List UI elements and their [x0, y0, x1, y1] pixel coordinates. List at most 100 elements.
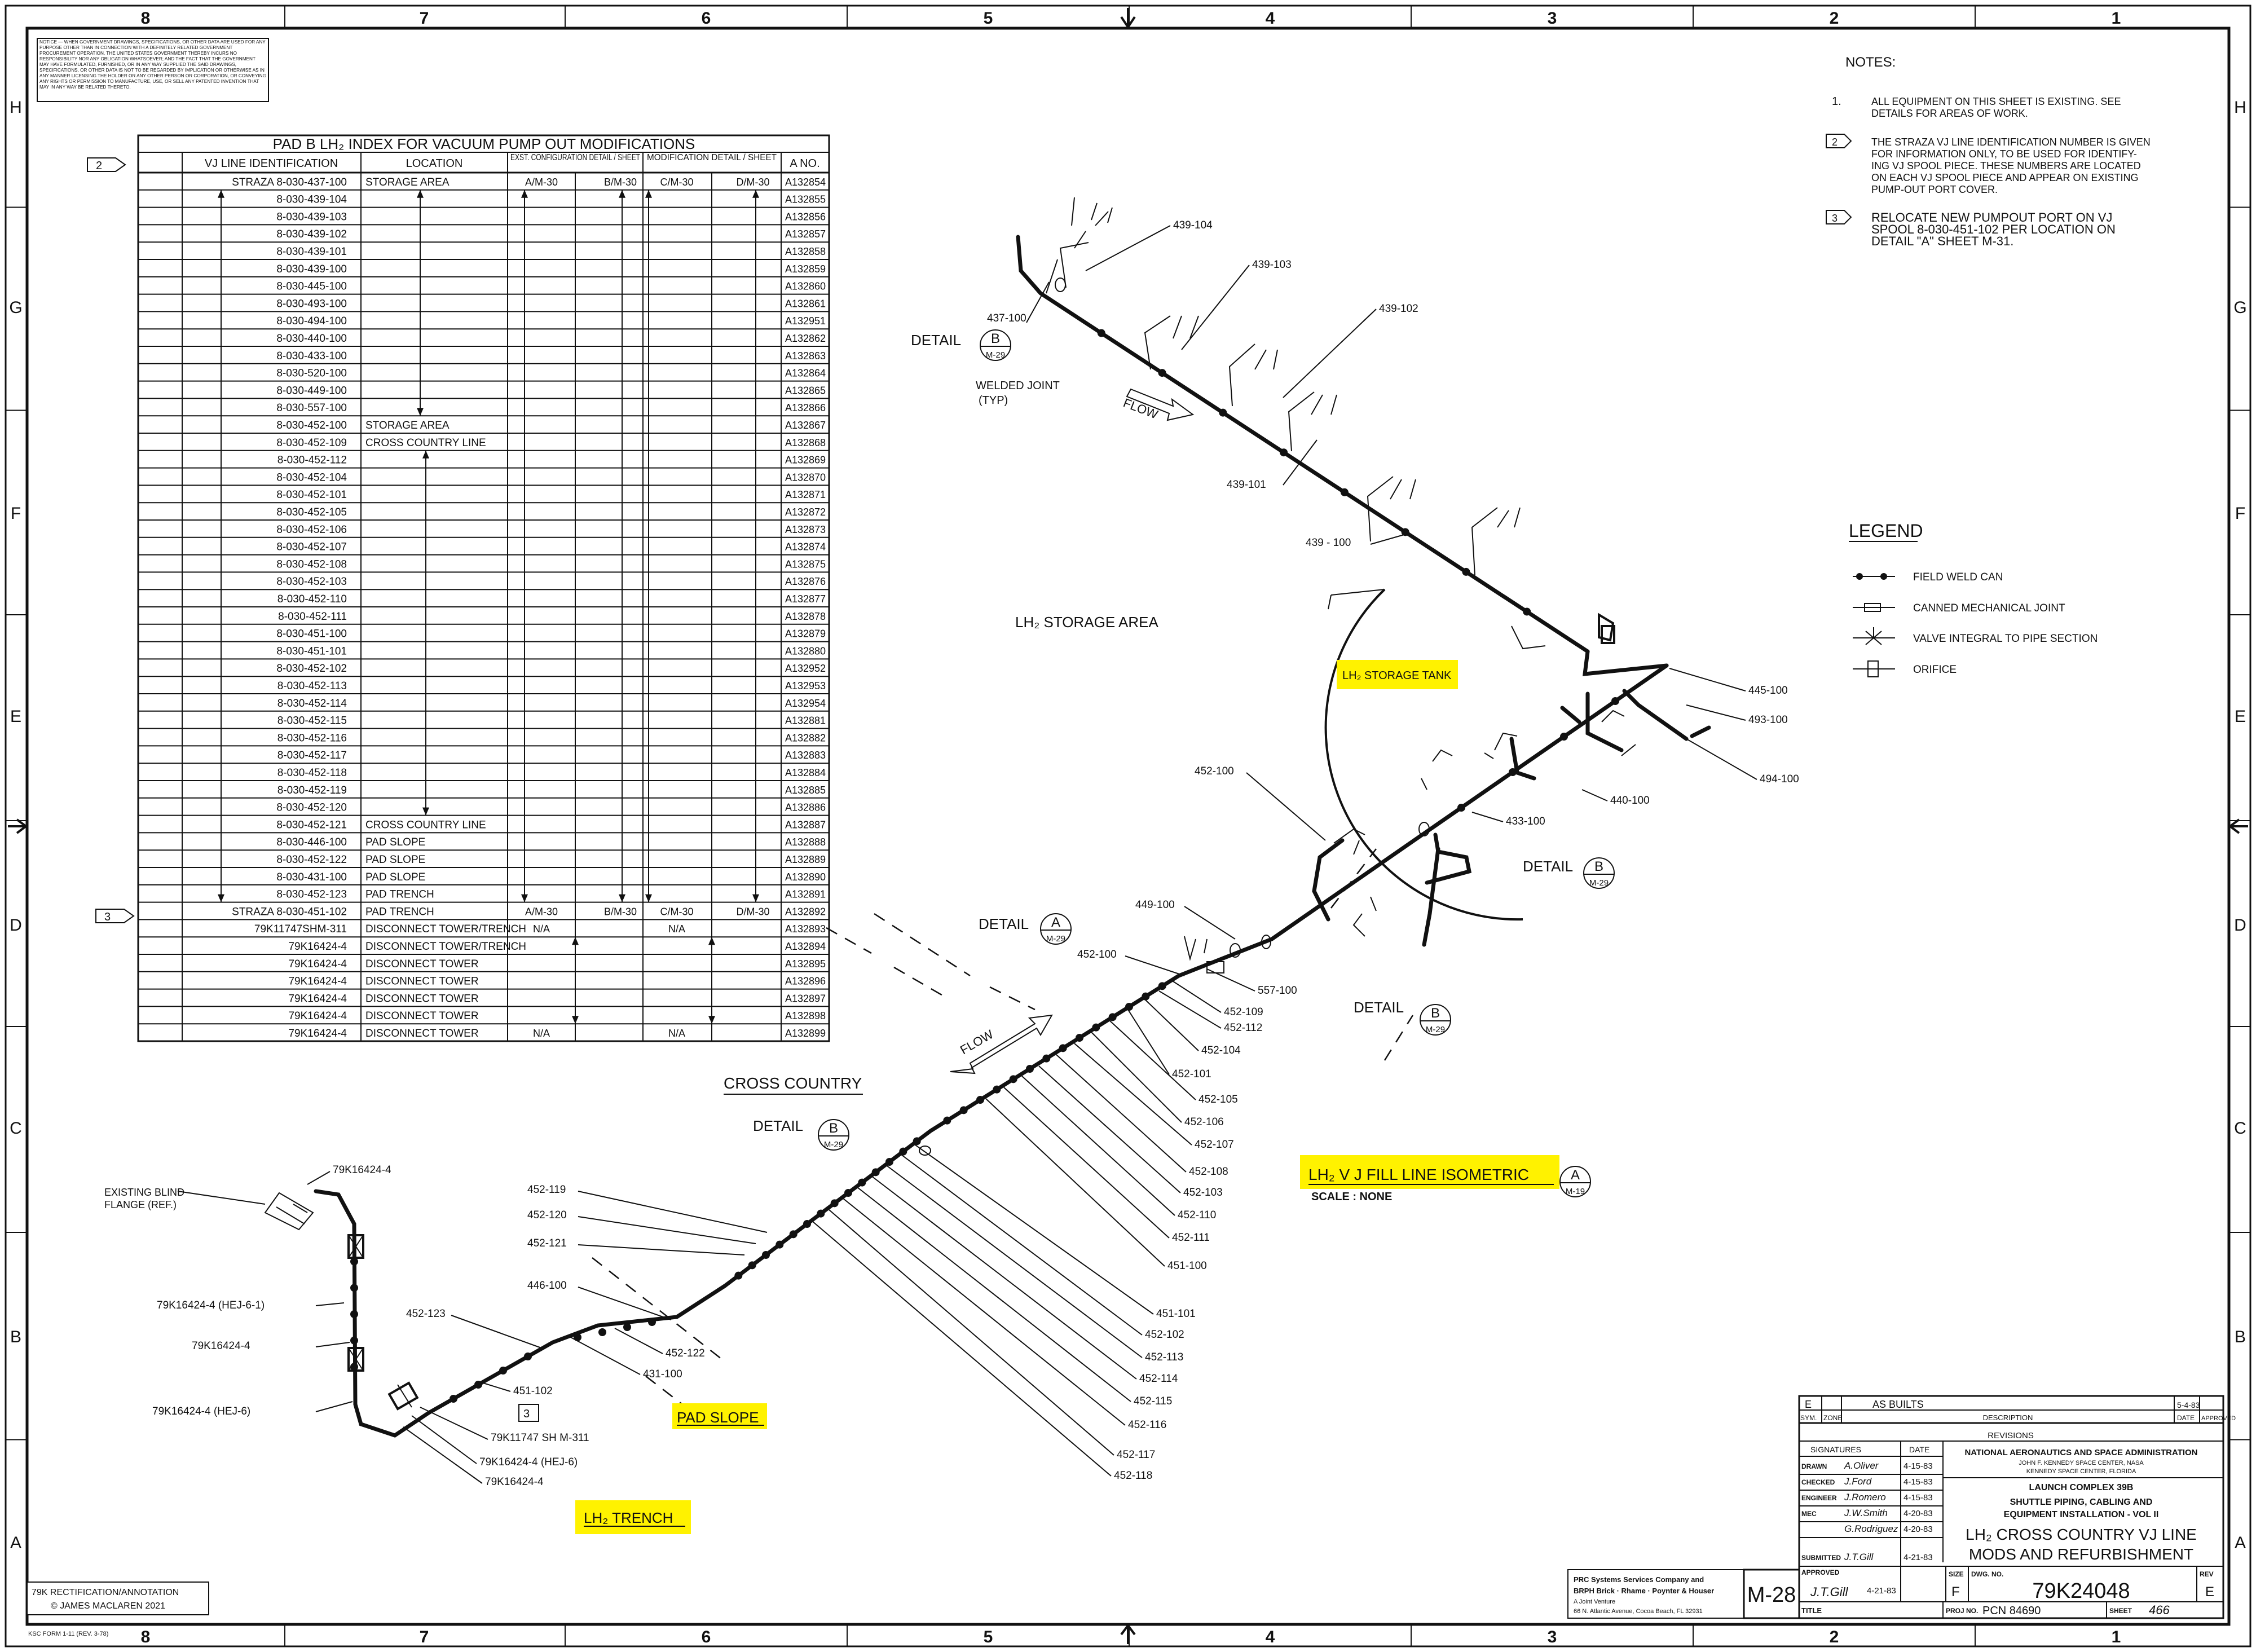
index-row-ano: A132873 [785, 524, 826, 535]
zone-row-A: A [10, 1534, 21, 1552]
note-2-line: ING VJ SPOOL PIECE. THESE NUMBERS ARE LO… [1871, 160, 2141, 171]
rectification-copyright: © JAMES MACLAREN 2021 [51, 1601, 165, 1611]
storage-tank-outline [1324, 588, 1523, 921]
callout-557-100: 557-100 [1258, 985, 1297, 997]
index-row-location: STORAGE AREA [365, 177, 450, 188]
index-row-location: DISCONNECT TOWER [365, 958, 479, 970]
callout-79k-hej1: 79K16424-4 (HEJ-6-1) [157, 1299, 265, 1311]
callout-440-100: 440-100 [1610, 795, 1650, 807]
zone-column-2: 2 [1830, 9, 1839, 28]
index-row-location: CROSS COUNTRY LINE [365, 437, 486, 449]
callout-452-122: 452-122 [666, 1347, 705, 1359]
index-row-vj: 8-030-445-100 [276, 281, 347, 293]
project-line-2: EQUIPMENT INSTALLATION - VOL II [2004, 1510, 2159, 1519]
index-row-ano: A132892 [785, 906, 826, 917]
index-row-ano: A132874 [785, 541, 826, 553]
callout-452-113: 452-113 [1145, 1351, 1183, 1363]
index-row-mod-c: C/M-30 [660, 177, 693, 188]
index-row-ano: A132891 [785, 889, 826, 900]
note-number-2: 2 [1832, 136, 1838, 148]
rev-date: 5-4-83 [2177, 1400, 2200, 1409]
zone-row-right-B: B [2235, 1328, 2246, 1346]
detail-b2-word: DETAIL [1523, 858, 1573, 875]
callout-439-104: 439-104 [1173, 219, 1213, 231]
signature-name: A.Oliver [1844, 1460, 1879, 1471]
callout-452-119: 452-119 [527, 1184, 566, 1196]
callout-79k11747: 79K11747 SH M-311 [491, 1432, 589, 1444]
index-row-exst-b: B/M-30 [604, 906, 637, 917]
svg-text:3: 3 [104, 911, 111, 923]
index-row-vj: 8-030-452-119 [277, 785, 347, 796]
callout-449-100: 449-100 [1135, 899, 1175, 911]
index-row-ano: A132894 [785, 941, 826, 952]
government-notice: NOTICE — WHEN GOVERNMENT DRAWINGS, SPECI… [39, 39, 266, 90]
index-row-mod-d: D/M-30 [736, 906, 769, 917]
legend-title: LEGEND [1849, 521, 1923, 541]
zone-row-E: E [10, 707, 21, 726]
legend: LEGEND FIELD WELD CAN CANNED MECHANICAL … [1849, 521, 2098, 677]
index-row-location: PAD SLOPE [365, 836, 425, 848]
index-row-location: PAD SLOPE [365, 854, 425, 866]
index-row-vj: 8-030-440-100 [276, 333, 347, 345]
rev-header-approved: APPROVED [2201, 1415, 2236, 1422]
signature-role: DRAWN [1801, 1462, 1827, 1470]
contractor-line-2: BRPH Brick · Rhame · Poynter & Houser [1574, 1587, 1714, 1595]
index-table-title: PAD B LH₂ INDEX FOR VACUUM PUMP OUT MODI… [273, 135, 695, 152]
index-row-location: DISCONNECT TOWER [365, 976, 479, 988]
signature-name: J.T.Gill [1844, 1552, 1874, 1562]
zone-row-right-D: D [2234, 916, 2246, 935]
index-row-vj: STRAZA 8-030-451-102 [232, 906, 347, 918]
index-row-location: DISCONNECT TOWER [365, 1010, 479, 1022]
index-row-vj: 8-030-452-105 [276, 506, 347, 518]
index-row-mod-d: D/M-30 [736, 177, 769, 188]
callout-439-101: 439-101 [1227, 479, 1266, 491]
index-row-ano: A132895 [785, 958, 826, 970]
index-row-vj: 79K16424-4 [288, 1028, 347, 1039]
note-2-line: ON EACH VJ SPOOL PIECE AND APPEAR ON EXI… [1871, 172, 2138, 183]
index-row-ano: A132879 [785, 628, 826, 640]
index-row-vj: 8-030-452-101 [276, 489, 347, 501]
drawing-size: F [1951, 1584, 1960, 1600]
index-row-vj: 8-030-439-102 [276, 228, 347, 240]
agency-name: NATIONAL AERONAUTICS AND SPACE ADMINISTR… [1964, 1448, 2197, 1457]
signature-date: 4-15-83 [1903, 1461, 1933, 1471]
index-row-vj: 8-030-433-100 [276, 350, 347, 362]
index-row-vj: 8-030-494-100 [276, 315, 347, 327]
zone-column-4: 4 [1266, 9, 1275, 28]
isometric-title: LH₂ V J FILL LINE ISOMETRIC [1308, 1166, 1529, 1183]
index-row-vj: 8-030-452-118 [277, 767, 347, 779]
index-row-exst-b: B/M-30 [604, 177, 637, 188]
drawing-number-label: DWG. NO. [1971, 1570, 2003, 1578]
approved-signature: J.T.Gill [1810, 1585, 1849, 1599]
notes-title: NOTES: [1845, 55, 1896, 70]
drawing-title-2: MODS AND REFURBISHMENT [1969, 1545, 2193, 1563]
callout-79k-hej6b: 79K16424-4 (HEJ-6) [479, 1456, 578, 1468]
note-3-line: RELOCATE NEW PUMPOUT PORT ON VJ [1871, 210, 2112, 224]
callout-452-110: 452-110 [1178, 1209, 1216, 1221]
callout-451-101: 451-101 [1156, 1308, 1196, 1320]
contractor-line-1: PRC Systems Services Company and [1574, 1575, 1704, 1584]
note-flag-3-table: 3 [95, 909, 135, 923]
callout-446-100: 446-100 [527, 1280, 567, 1292]
index-row-ano: A132868 [785, 437, 826, 448]
index-row-vj: 8-030-452-122 [276, 854, 347, 866]
index-row-vj: 8-030-452-106 [276, 524, 347, 536]
label-welded-joint-typ: (TYP) [979, 394, 1008, 407]
note-3-line: DETAIL "A" SHEET M-31. [1871, 234, 2013, 248]
zone-row-right-G: G [2233, 298, 2246, 317]
rev-letter: E [1805, 1399, 1812, 1410]
note-2-line: FOR INFORMATION ONLY, TO BE USED FOR IDE… [1871, 148, 2137, 160]
note-1-line: DETAILS FOR AREAS OF WORK. [1871, 108, 2028, 119]
index-row-vj: 8-030-452-110 [277, 593, 347, 605]
index-row-location: PAD SLOPE [365, 871, 425, 883]
zone-column-bottom-6: 6 [702, 1628, 711, 1646]
zone-column-bottom-2: 2 [1830, 1628, 1839, 1646]
index-row-vj: 79K16424-4 [288, 993, 347, 1005]
callout-79k-mid: 79K16424-4 [192, 1340, 250, 1352]
index-row-ano: A132859 [785, 263, 826, 275]
detail-b4-letter: B [829, 1121, 838, 1136]
index-row-vj: STRAZA 8-030-437-100 [232, 177, 347, 188]
revision-letter: E [2205, 1584, 2214, 1600]
index-row-ano: A132860 [785, 281, 826, 292]
